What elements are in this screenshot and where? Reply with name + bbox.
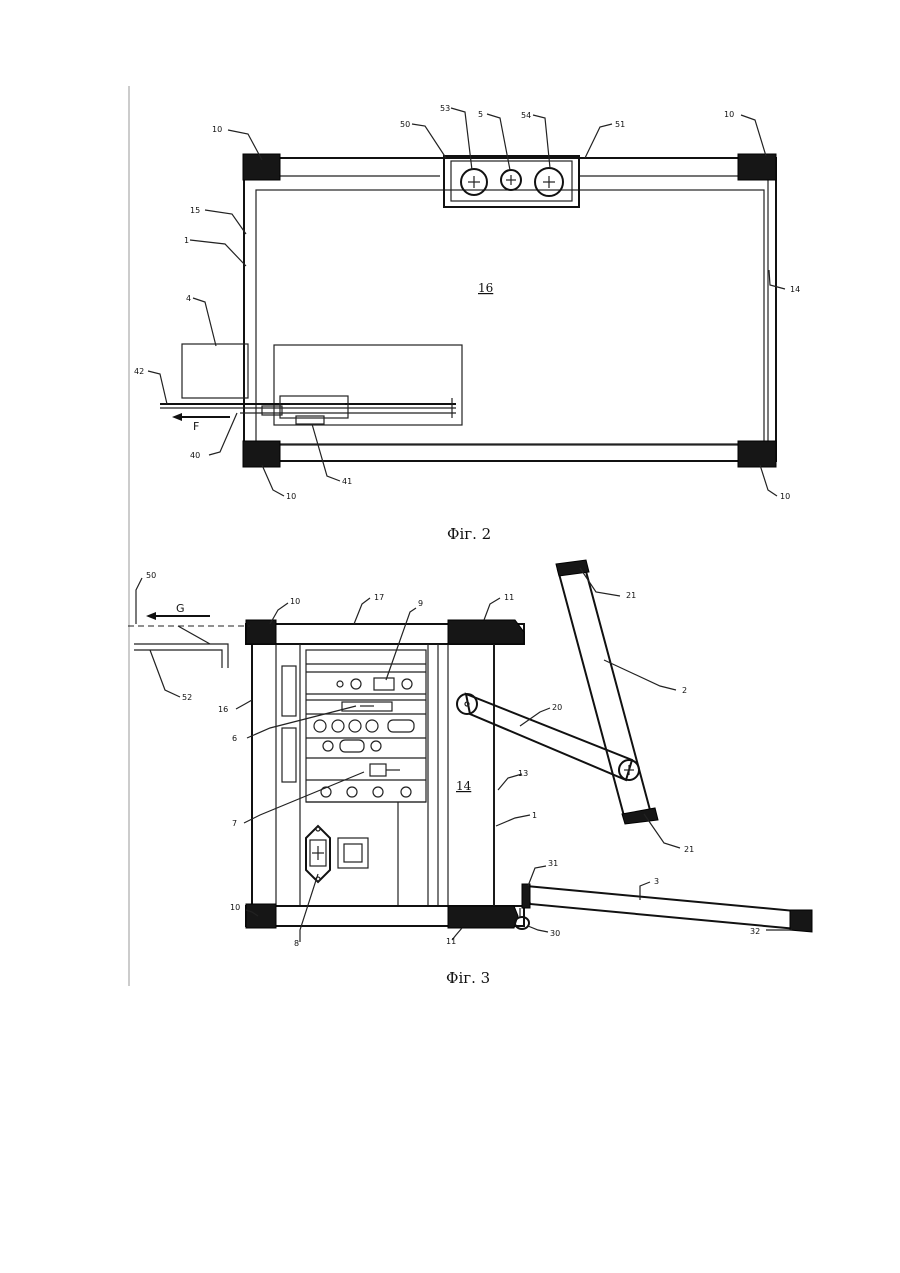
slide-52-link bbox=[178, 626, 210, 644]
label-17: 17 bbox=[374, 593, 384, 602]
label-53: 53 bbox=[440, 104, 450, 113]
label-16: 16 bbox=[218, 705, 228, 714]
label-51: 51 bbox=[615, 120, 625, 129]
corner-block-br bbox=[738, 441, 776, 467]
frame-inner bbox=[256, 190, 764, 445]
figure-2: 10 10 53 5 54 50 51 15 1 14 4 42 40 41 1… bbox=[134, 104, 800, 543]
label-4: 4 bbox=[186, 294, 191, 303]
module-row-4 bbox=[323, 740, 381, 752]
caption-fig-2: Фіг. 2 bbox=[447, 525, 491, 543]
label-52: 52 bbox=[182, 693, 192, 702]
label-40: 40 bbox=[190, 451, 200, 460]
label-50: 50 bbox=[400, 120, 410, 129]
area-label-16: 16 bbox=[478, 281, 493, 295]
label-11-top: 11 bbox=[504, 593, 514, 602]
label-9: 9 bbox=[418, 599, 423, 608]
housing-outer bbox=[252, 644, 494, 906]
arrow-label-f: F bbox=[193, 420, 199, 433]
caption-fig-3: Фіг. 3 bbox=[446, 969, 490, 987]
module-7 bbox=[370, 764, 400, 776]
slide-52-top bbox=[134, 644, 228, 668]
area-label-14: 14 bbox=[456, 779, 472, 793]
label-31: 31 bbox=[548, 859, 558, 868]
tray-4 bbox=[182, 344, 248, 398]
label-41: 41 bbox=[342, 477, 352, 486]
label-21-bottom: 21 bbox=[684, 845, 694, 854]
foot-11-top bbox=[448, 620, 524, 644]
rack-slats bbox=[306, 664, 426, 802]
label-42: 42 bbox=[134, 367, 144, 376]
corner-block-bl bbox=[243, 441, 280, 467]
module-9-row bbox=[337, 678, 412, 690]
latch-41 bbox=[280, 396, 348, 418]
label-5: 5 bbox=[478, 110, 483, 119]
arrow-label-g: G bbox=[176, 602, 185, 615]
label-20: 20 bbox=[552, 703, 562, 712]
label-10-tr: 10 bbox=[724, 110, 734, 119]
label-6: 6 bbox=[232, 734, 237, 743]
label-32: 32 bbox=[750, 927, 760, 936]
label-10-bl: 10 bbox=[286, 492, 296, 501]
arrow-f-head bbox=[172, 413, 182, 421]
label-50: 50 bbox=[146, 571, 156, 580]
label-54: 54 bbox=[521, 111, 531, 120]
module-row-6 bbox=[321, 787, 411, 797]
power-socket-8 bbox=[306, 826, 368, 882]
label-30: 30 bbox=[550, 929, 560, 938]
foot-11-bottom bbox=[448, 906, 518, 928]
connector-54 bbox=[535, 168, 563, 196]
label-10-tl: 10 bbox=[212, 125, 222, 134]
label-7: 7 bbox=[232, 819, 237, 828]
label-10-br: 10 bbox=[780, 492, 790, 501]
label-11-bottom: 11 bbox=[446, 937, 456, 946]
label-14: 14 bbox=[790, 285, 800, 294]
label-2: 2 bbox=[682, 686, 687, 695]
label-10-top: 10 bbox=[290, 597, 300, 606]
leg-2 bbox=[556, 560, 658, 824]
label-3: 3 bbox=[654, 877, 659, 886]
arrow-g-head bbox=[146, 612, 156, 620]
label-15: 15 bbox=[190, 206, 200, 215]
side-slot-2 bbox=[282, 728, 296, 782]
latch-foot bbox=[296, 416, 324, 424]
connector-53 bbox=[461, 169, 487, 195]
label-8: 8 bbox=[294, 939, 299, 948]
label-21-top: 21 bbox=[626, 591, 636, 600]
corner-block-10-top bbox=[246, 620, 276, 644]
leg-3 bbox=[515, 884, 812, 932]
module-row-3 bbox=[314, 720, 414, 732]
module-6-row bbox=[342, 702, 392, 711]
corner-block-10-bottom bbox=[246, 904, 276, 928]
corner-block-tr bbox=[738, 154, 776, 180]
side-slot-1 bbox=[282, 666, 296, 716]
latch-tab bbox=[262, 406, 282, 415]
label-1: 1 bbox=[532, 811, 537, 820]
label-1: 1 bbox=[184, 236, 189, 245]
label-13: 13 bbox=[518, 769, 528, 778]
label-10-bottom: 10 bbox=[230, 903, 240, 912]
figure-3: 50 10 17 9 11 21 2 52 16 6 20 13 1 7 21 … bbox=[128, 560, 812, 987]
connector-5 bbox=[501, 170, 521, 190]
slide-52-bottom bbox=[134, 650, 222, 668]
